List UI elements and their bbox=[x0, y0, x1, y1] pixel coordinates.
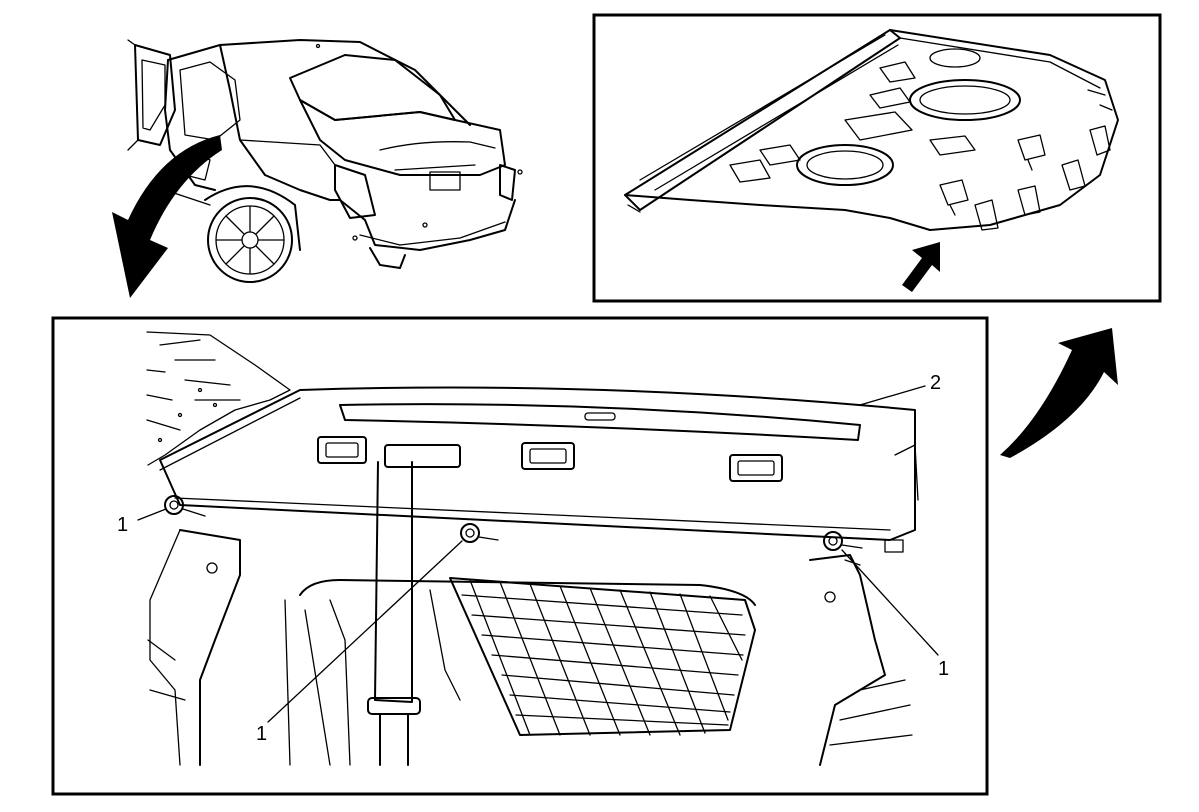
straight-arrow-icon bbox=[902, 242, 940, 292]
tether-anchors bbox=[317, 436, 783, 482]
rear-shelf-main-view bbox=[51, 316, 989, 796]
callout-bolt-left: 1 bbox=[117, 514, 128, 536]
callout-shelf-trim: 2 bbox=[930, 372, 941, 394]
callout-bolt-center: 1 bbox=[256, 723, 267, 745]
vehicle-rear-view bbox=[127, 39, 523, 283]
curved-arrow-up-icon bbox=[1000, 328, 1118, 458]
cargo-net bbox=[449, 577, 756, 736]
shelf-clips bbox=[939, 125, 1111, 231]
bolt-fasteners bbox=[164, 495, 863, 551]
callout-bolt-right: 1 bbox=[938, 658, 949, 680]
curved-arrow-down-icon bbox=[112, 135, 222, 298]
shelf-underside-inset bbox=[592, 13, 1162, 303]
